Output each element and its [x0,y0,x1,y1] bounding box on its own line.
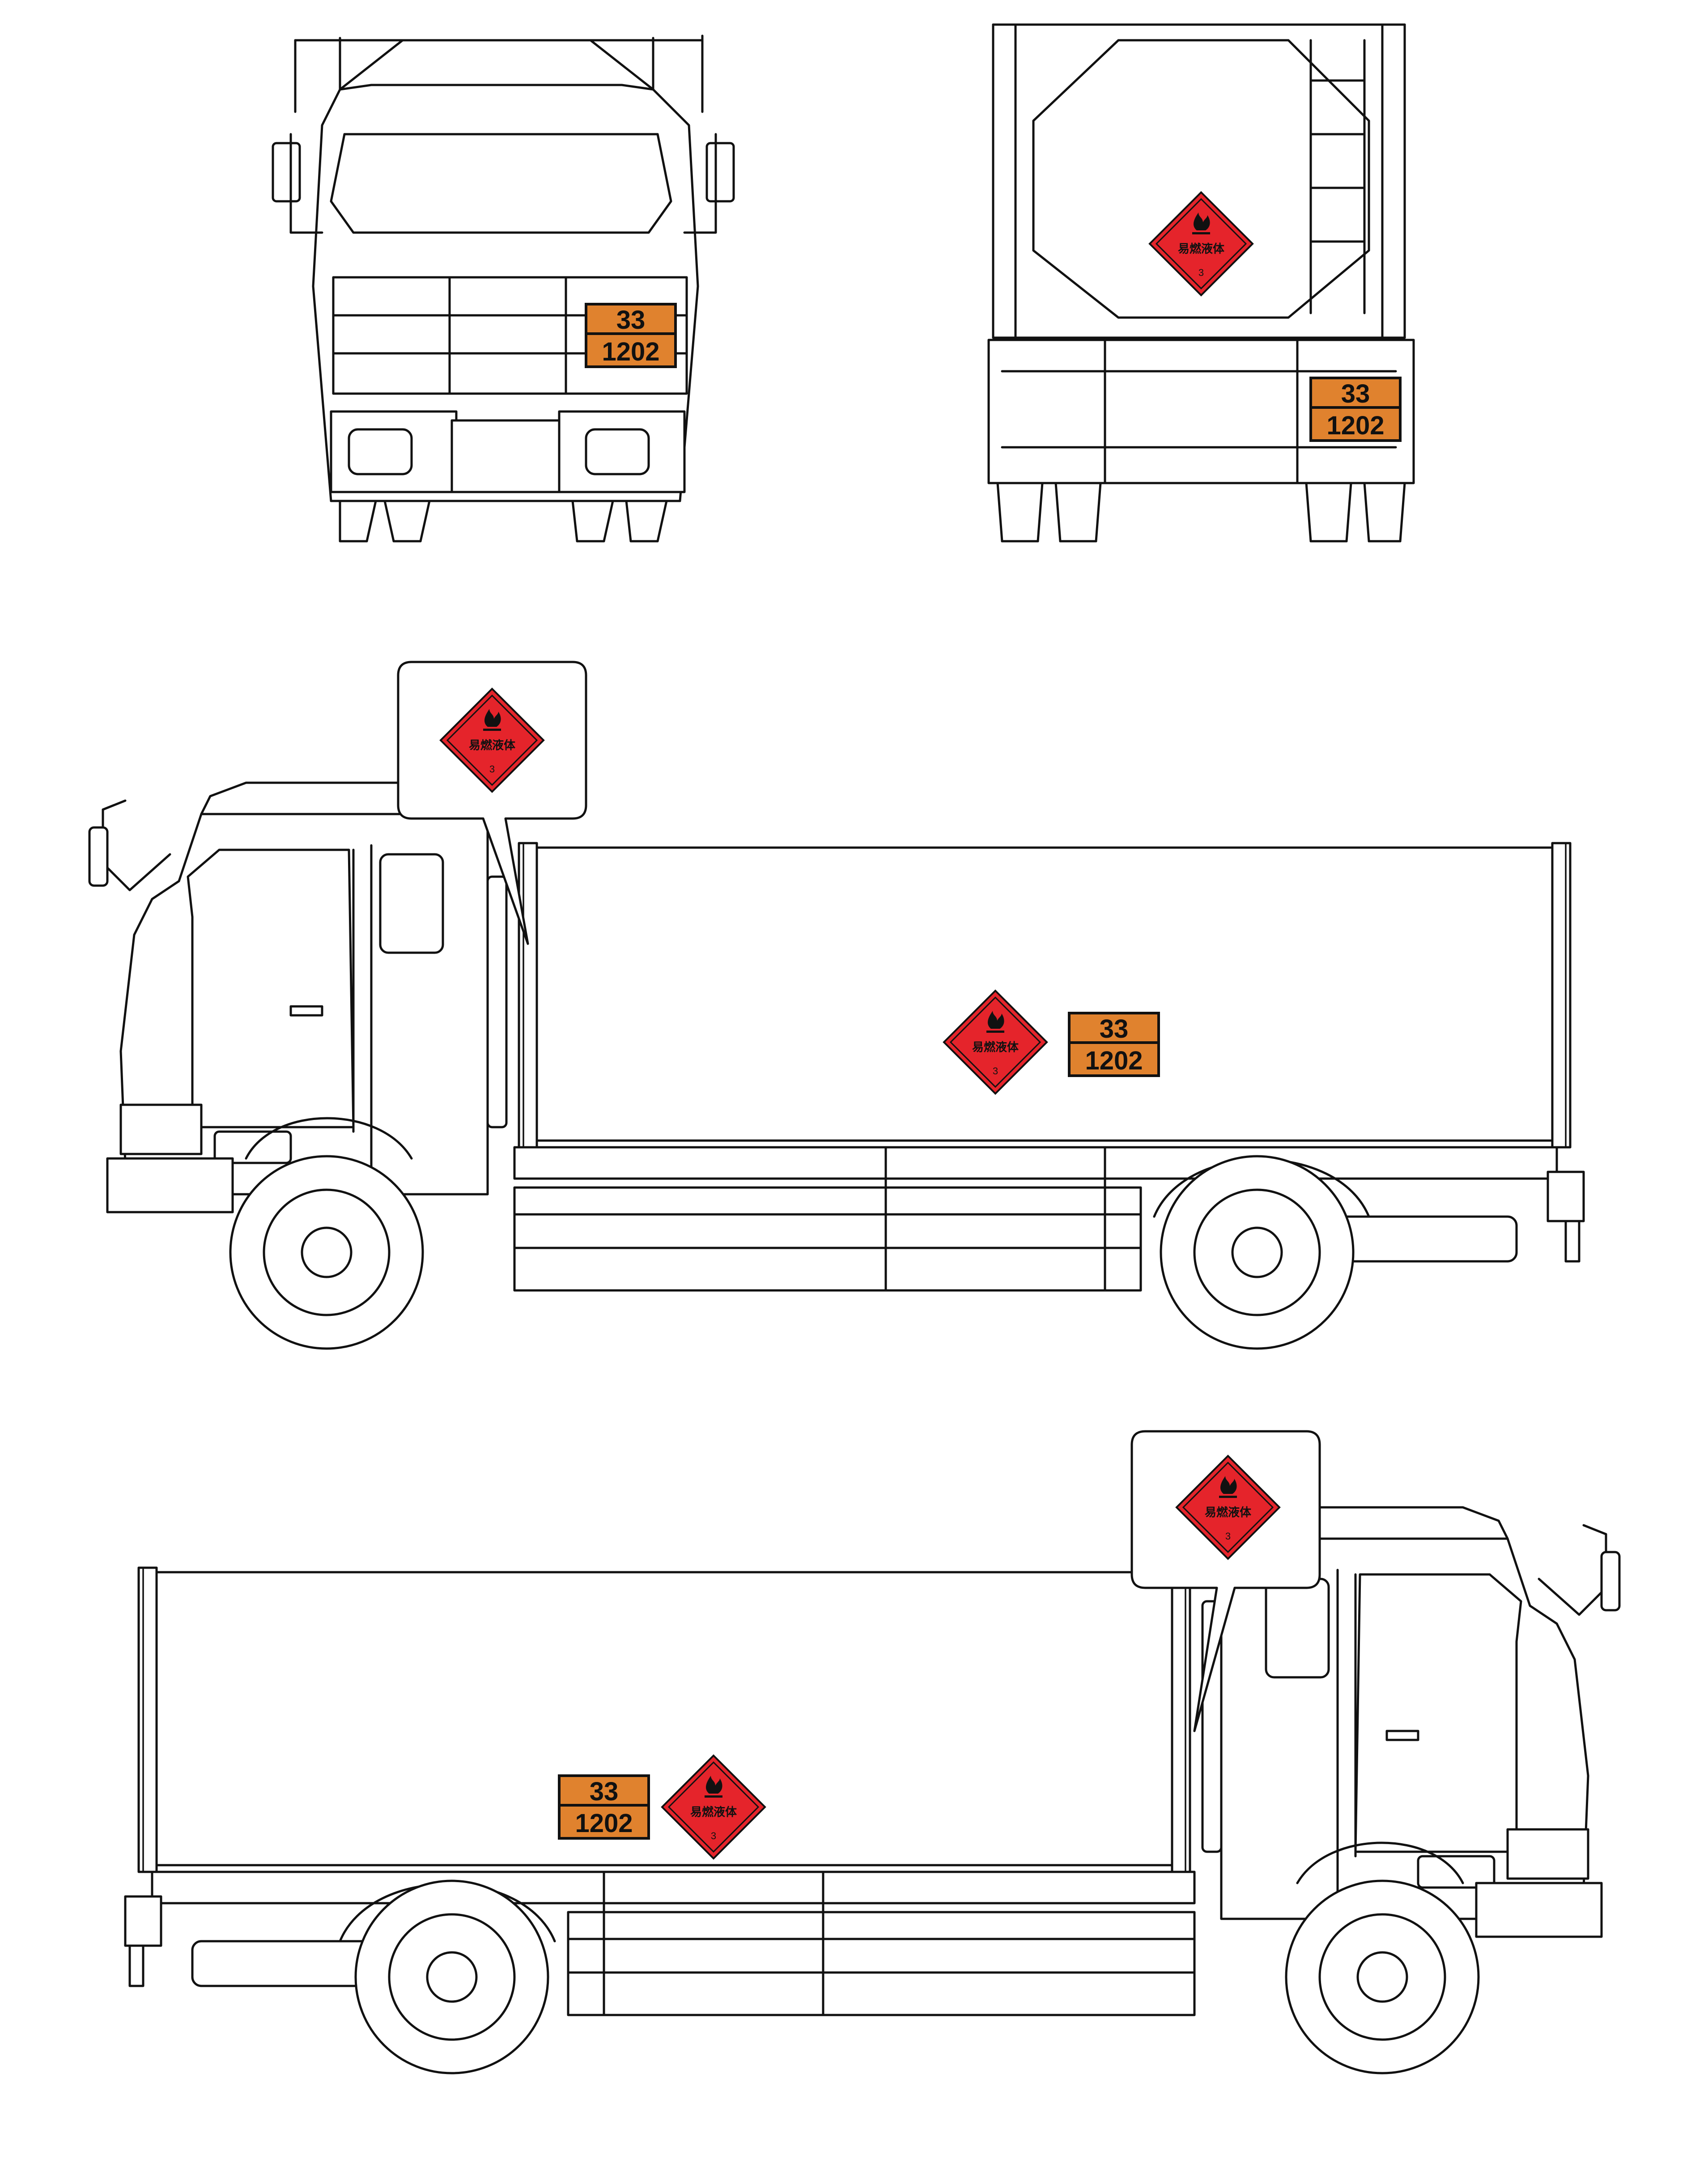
hazard-placard-rear: 33 1202 [1311,378,1400,441]
hazard-id-text: 33 [1100,1014,1129,1044]
hazard-class-number: 3 [1198,267,1204,278]
un-number-text: 1202 [575,1809,633,1838]
truck-right-side-view [125,1507,1619,2073]
hazard-diamond-side-right: 易燃液体 3 [661,1755,766,1859]
hazard-diamond-callout-left: 易燃液体 3 [440,688,544,793]
un-number-text: 1202 [1326,411,1384,440]
hazard-id-text: 33 [1341,379,1370,408]
hazard-id-text: 33 [590,1777,619,1806]
hazard-label-text: 易燃液体 [690,1805,737,1819]
hazard-label-text: 易燃液体 [1205,1506,1252,1519]
hazard-label-text: 易燃液体 [1178,242,1225,255]
callout-bubble-left [397,661,587,945]
hazard-placard-front: 33 1202 [586,304,676,367]
un-number-text: 1202 [1085,1046,1143,1075]
hazard-placard-side-right: 33 1202 [559,1776,649,1838]
hazard-label-text: 易燃液体 [469,738,516,752]
hazard-class-number: 3 [711,1830,716,1841]
hazard-class-number: 3 [489,764,495,775]
hazard-class-number: 3 [1225,1531,1231,1542]
hazard-id-text: 33 [616,305,646,335]
hazard-diamond-rear: 易燃液体 3 [1149,191,1253,296]
hazard-diamond-side-left: 易燃液体 3 [943,990,1048,1094]
hazard-placard-side-left: 33 1202 [1069,1013,1159,1076]
hazard-label-text: 易燃液体 [972,1040,1019,1054]
un-number-text: 1202 [602,337,659,366]
truck-front-view [272,34,735,543]
truck-left-side-view [89,783,1584,1349]
hazard-diamond-callout-right: 易燃液体 3 [1176,1455,1280,1560]
hazard-class-number: 3 [993,1065,998,1077]
